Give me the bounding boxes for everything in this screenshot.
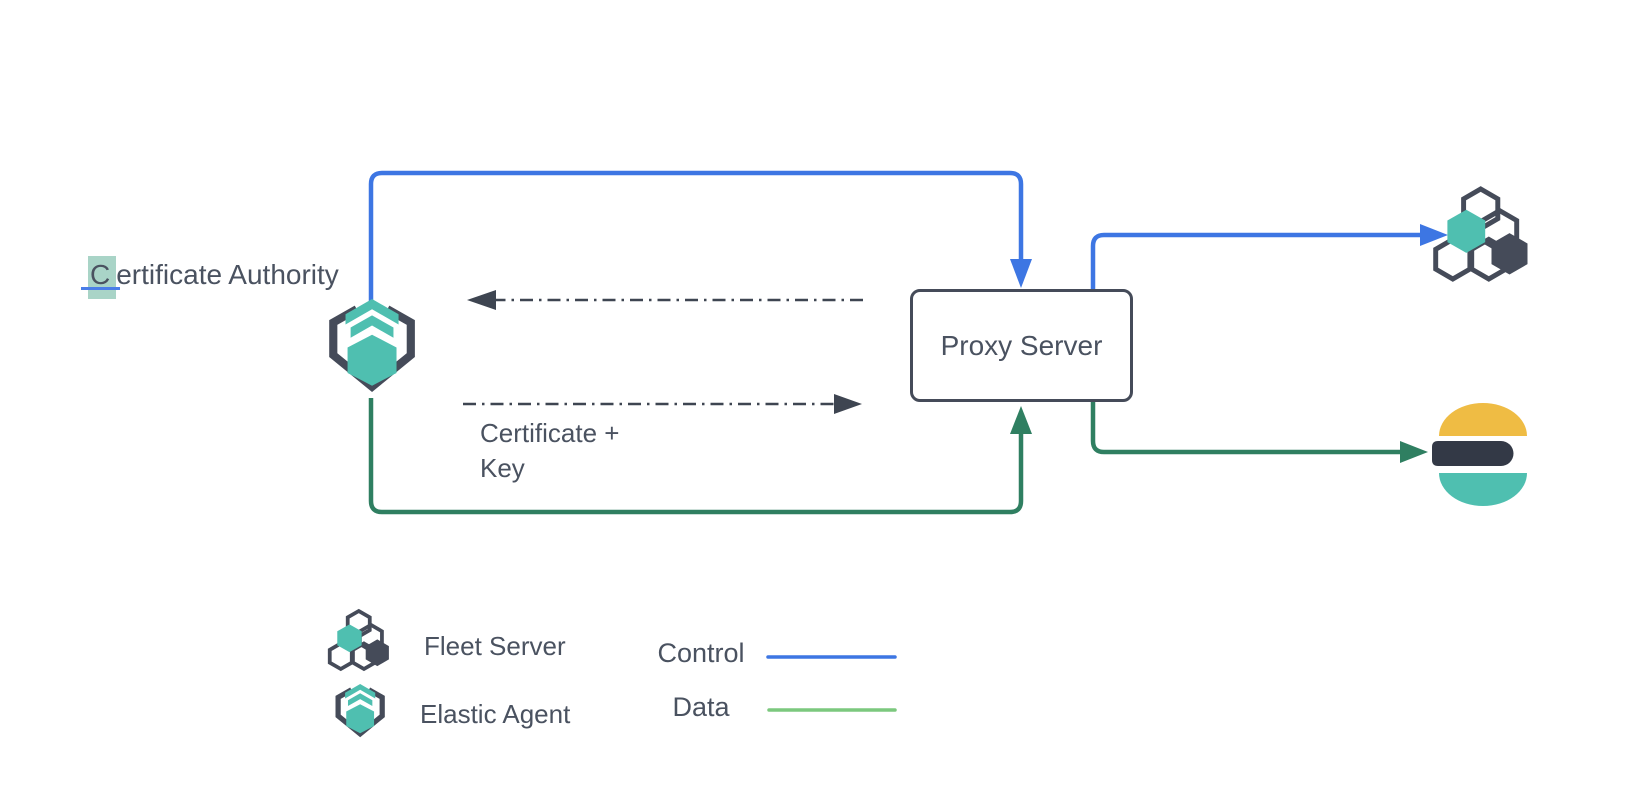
certificate-key-label[interactable]: Certificate + Key (480, 416, 700, 486)
elastic-agent-icon[interactable] (329, 299, 415, 392)
arrowhead-data-into-proxy (1010, 406, 1032, 434)
proxy-server-label: Proxy Server (940, 329, 1103, 361)
agent-hexagon (347, 334, 397, 386)
legend-elastic-agent-icon[interactable] (335, 684, 385, 738)
elasticsearch-mid-dark (1432, 441, 1514, 466)
agent-chevron-top (345, 299, 399, 325)
legend-fleet-hex-dark (365, 639, 389, 667)
elasticsearch-icon[interactable] (1432, 403, 1527, 506)
agent-bracket-outline (329, 305, 415, 392)
control-connector-proxy-to-fleet[interactable] (1090, 232, 1420, 292)
certificate-key-line1: Certificate + (480, 418, 620, 448)
selected-text-highlight[interactable]: C (88, 256, 117, 299)
proxy-server-node[interactable]: Proxy Server (910, 289, 1133, 402)
certificate-authority-rest: ertificate Authority (116, 259, 339, 290)
arrowhead-certificate-to-agent (467, 290, 496, 310)
legend-label-elastic-agent[interactable]: Elastic Agent (420, 699, 571, 729)
legend-label-control[interactable]: Control (657, 638, 745, 668)
legend-agent-chevron-bottom (347, 693, 373, 707)
elasticsearch-bottom-teal (1439, 473, 1527, 506)
certificate-key-line2: Key (480, 453, 525, 483)
fleet-hex-teal (1447, 209, 1486, 253)
data-connector-proxy-to-elasticsearch[interactable] (1090, 399, 1400, 455)
legend-agent-bracket-outline (335, 687, 385, 738)
agent-chevron-bottom (350, 315, 394, 338)
legend-fleet-hex-teal (337, 624, 362, 653)
legend-agent-hexagon (346, 704, 375, 734)
fleet-hex-dark (1491, 233, 1528, 275)
legend-label-data[interactable]: Data (672, 692, 730, 722)
legend-label-fleet-server[interactable]: Fleet Server (424, 631, 566, 661)
connector-group (368, 170, 1448, 515)
arrowhead-certificate-to-proxy (834, 394, 862, 414)
elasticsearch-top-yellow (1439, 403, 1527, 436)
legend-agent-chevron-top (345, 684, 376, 699)
arrowhead-control-into-fleet (1420, 224, 1448, 246)
data-connector-agent-to-proxy[interactable] (368, 398, 1024, 515)
arrowhead-control-into-proxy (1010, 259, 1032, 288)
legend-fleet-server-icon[interactable] (327, 608, 389, 672)
fleet-server-icon[interactable] (1433, 186, 1528, 282)
control-connector-agent-to-proxy[interactable] (368, 170, 1024, 301)
arrowhead-data-into-elasticsearch (1400, 441, 1428, 463)
